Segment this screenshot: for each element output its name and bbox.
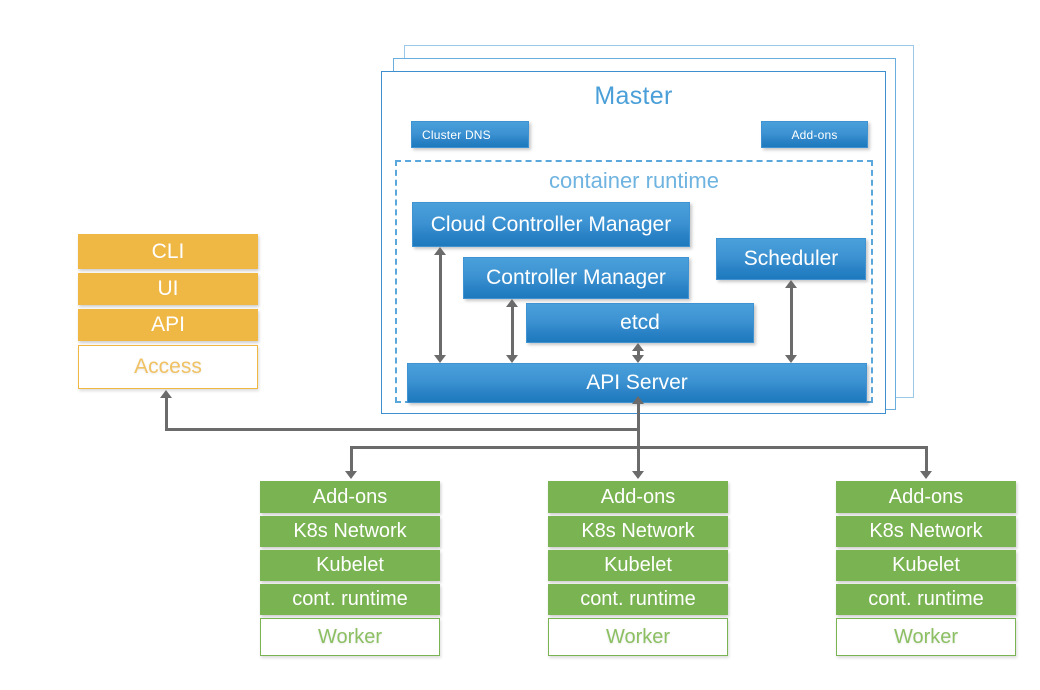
- etcd-box[interactable]: etcd: [526, 303, 754, 343]
- worker-2-layer-cont-runtime[interactable]: cont. runtime: [548, 584, 728, 615]
- worker-3-layer-k8s-network[interactable]: K8s Network: [836, 516, 1016, 547]
- worker-2-label-box[interactable]: Worker: [548, 618, 728, 656]
- arrow-ccm-apiserver-head-down: [434, 355, 446, 363]
- worker-3-label: Worker: [893, 625, 959, 648]
- bus-line-access: [165, 428, 640, 431]
- access-label-box[interactable]: Access: [78, 345, 258, 389]
- worker-3-layer-cont-runtime-label: cont. runtime: [868, 588, 984, 610]
- worker-1-layer-kubelet-label: Kubelet: [316, 554, 384, 576]
- bus-drop-worker-3-head: [920, 471, 932, 479]
- access-item-ui[interactable]: UI: [78, 273, 258, 305]
- worker-1-layer-add-ons[interactable]: Add-ons: [260, 481, 440, 513]
- bus-drop-worker-1-head: [345, 471, 357, 479]
- arrow-ccm-apiserver: [439, 255, 442, 355]
- worker-1-label: Worker: [317, 625, 383, 648]
- worker-3-label-box[interactable]: Worker: [836, 618, 1016, 656]
- arrow-ccm-apiserver-head-up: [434, 247, 446, 255]
- access-item-ui-label: UI: [157, 277, 179, 300]
- controller-manager-label: Controller Manager: [486, 266, 666, 289]
- container-runtime-title: container runtime: [549, 168, 719, 193]
- worker-2-layer-k8s-network[interactable]: K8s Network: [548, 516, 728, 547]
- bus-stem-apiserver-head-up: [632, 396, 644, 404]
- cluster-dns-box[interactable]: Cluster DNS: [411, 121, 529, 148]
- worker-3-layer-add-ons[interactable]: Add-ons: [836, 481, 1016, 513]
- worker-2-layer-k8s-network-label: K8s Network: [581, 520, 695, 542]
- arrow-etcd-apiserver-head-up: [632, 343, 644, 351]
- access-item-cli[interactable]: CLI: [78, 234, 258, 269]
- worker-1-label-box[interactable]: Worker: [260, 618, 440, 656]
- worker-2-layer-add-ons-label: Add-ons: [600, 485, 676, 508]
- bus-drop-worker-3: [925, 446, 928, 471]
- bus-stem-apiserver: [637, 403, 640, 448]
- bus-drop-worker-1: [350, 446, 353, 471]
- worker-2-layer-kubelet[interactable]: Kubelet: [548, 550, 728, 581]
- worker-2-layer-kubelet-label: Kubelet: [604, 554, 672, 576]
- arrow-scheduler-apiserver: [790, 288, 793, 355]
- access-label: Access: [134, 355, 202, 378]
- worker-1-layer-kubelet[interactable]: Kubelet: [260, 550, 440, 581]
- arrow-etcd-apiserver: [637, 351, 640, 355]
- master-addons-box[interactable]: Add-ons: [761, 121, 868, 148]
- bus-riser-access: [165, 398, 168, 430]
- access-item-cli-label: CLI: [151, 239, 185, 263]
- arrow-scheduler-apiserver-head-down: [785, 355, 797, 363]
- arrow-cm-apiserver-head-up: [506, 299, 518, 307]
- access-item-api[interactable]: API: [78, 309, 258, 341]
- arrow-cm-apiserver-head-down: [506, 355, 518, 363]
- worker-1-layer-cont-runtime[interactable]: cont. runtime: [260, 584, 440, 615]
- scheduler-box[interactable]: Scheduler: [716, 238, 866, 280]
- arrow-etcd-apiserver-head-down: [632, 355, 644, 363]
- worker-1-layer-cont-runtime-label: cont. runtime: [292, 588, 408, 610]
- worker-2-layer-add-ons[interactable]: Add-ons: [548, 481, 728, 513]
- cloud-controller-manager-box[interactable]: Cloud Controller Manager: [412, 202, 690, 247]
- worker-3-layer-cont-runtime[interactable]: cont. runtime: [836, 584, 1016, 615]
- etcd-label: etcd: [620, 311, 660, 334]
- cluster-dns-label: Cluster DNS: [422, 127, 491, 142]
- worker-1-layer-k8s-network-label: K8s Network: [293, 520, 407, 542]
- scheduler-label: Scheduler: [743, 247, 839, 270]
- worker-3-layer-k8s-network-label: K8s Network: [869, 520, 983, 542]
- api-server-label: API Server: [586, 371, 688, 394]
- worker-2-layer-cont-runtime-label: cont. runtime: [580, 588, 696, 610]
- worker-2-label: Worker: [605, 625, 671, 648]
- worker-1-layer-add-ons-label: Add-ons: [312, 485, 388, 508]
- arrow-scheduler-apiserver-head-up: [785, 280, 797, 288]
- arrow-cm-apiserver: [511, 307, 514, 355]
- worker-3-layer-kubelet[interactable]: Kubelet: [836, 550, 1016, 581]
- access-item-api-label: API: [151, 313, 185, 336]
- worker-3-layer-kubelet-label: Kubelet: [892, 554, 960, 576]
- worker-3-layer-add-ons-label: Add-ons: [888, 485, 964, 508]
- master-addons-label: Add-ons: [791, 127, 838, 142]
- controller-manager-box[interactable]: Controller Manager: [463, 257, 689, 299]
- bus-drop-worker-2-head: [632, 471, 644, 479]
- master-title: Master: [594, 82, 673, 110]
- bus-riser-access-head-up: [160, 390, 172, 398]
- cloud-controller-manager-label: Cloud Controller Manager: [430, 212, 672, 236]
- worker-1-layer-k8s-network[interactable]: K8s Network: [260, 516, 440, 547]
- bus-drop-worker-2: [637, 446, 640, 471]
